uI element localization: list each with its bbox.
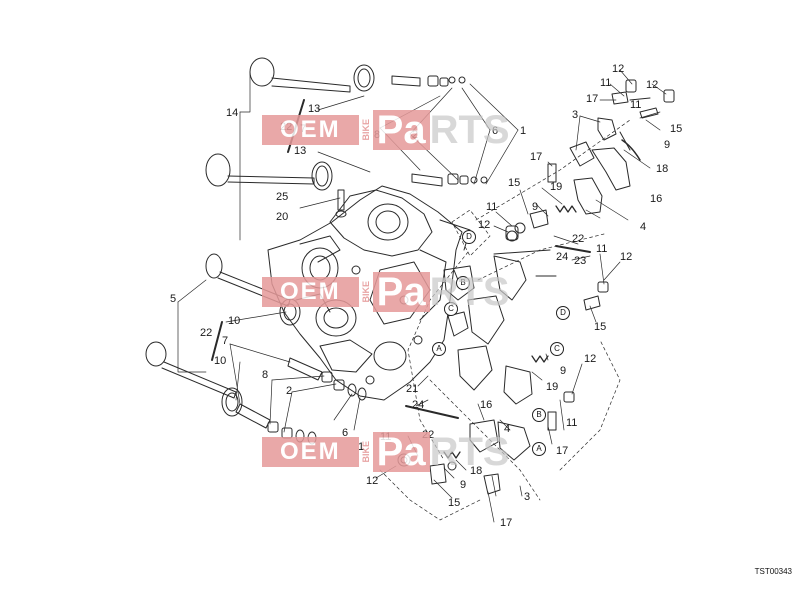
reference-marker: D xyxy=(556,306,570,320)
watermark-rts: RTS xyxy=(429,108,510,152)
callout-label: 3 xyxy=(524,491,531,503)
rocker-springs-middle xyxy=(443,205,577,459)
watermark-bike: BIKE xyxy=(360,119,371,141)
watermark-logo: OEM BIKE Pa RTS xyxy=(262,272,510,312)
callout-label: 16 xyxy=(480,399,493,411)
callout-label: 10 xyxy=(214,355,227,367)
callout-label: 10 xyxy=(228,315,241,327)
watermark-logo: OEM BIKE Pa RTS xyxy=(262,432,510,472)
callout-label: 9 xyxy=(532,201,539,213)
callout-label: 17 xyxy=(500,517,513,529)
callout-label: 7 xyxy=(222,335,229,347)
stud-bolt xyxy=(335,189,347,218)
upper-intake-valve xyxy=(205,153,315,187)
rocker-arm-middle xyxy=(443,222,527,391)
callout-label: 11 xyxy=(596,243,608,255)
reference-marker: B xyxy=(532,408,546,422)
valve-seat-rings-top xyxy=(311,64,375,191)
callout-label: 18 xyxy=(656,163,669,175)
callout-label: 15 xyxy=(448,497,461,509)
callout-label: 1 xyxy=(358,441,365,453)
watermark-pa: Pa xyxy=(372,272,430,312)
leader-lines-lower-left xyxy=(177,279,361,433)
reference-marker: C xyxy=(550,342,564,356)
callout-label: 12 xyxy=(366,475,379,487)
callout-label: 12 xyxy=(478,219,491,231)
callout-label: 15 xyxy=(670,123,683,135)
callout-label: 23 xyxy=(574,255,587,267)
callout-label: 12 xyxy=(620,251,633,263)
callout-label: 8 xyxy=(262,369,269,381)
callout-label: 1 xyxy=(520,125,527,137)
watermark-bike: BIKE xyxy=(360,281,371,303)
callout-label: 2 xyxy=(286,385,293,397)
watermark-rts: RTS xyxy=(429,270,510,314)
watermark-logo: OEM BIKE Pa RTS xyxy=(262,110,510,150)
drawing-reference-code: TST00343 xyxy=(754,567,792,576)
callout-label: 17 xyxy=(530,151,543,163)
callout-label: 11 xyxy=(630,99,642,111)
callout-label: 9 xyxy=(460,479,467,491)
callout-label: 25 xyxy=(276,191,289,203)
rocker-shaft-upper xyxy=(547,79,675,183)
valve-seat-rings-bottom xyxy=(221,298,301,417)
callout-label: 14 xyxy=(226,107,239,119)
callout-label: 24 xyxy=(412,399,425,411)
watermark-bike: BIKE xyxy=(360,441,371,463)
reference-marker: D xyxy=(462,230,476,244)
callout-label: 5 xyxy=(170,293,177,305)
watermark-oem: OEM xyxy=(262,277,359,307)
callout-label: 13 xyxy=(308,103,321,115)
callout-label: 20 xyxy=(276,211,289,223)
callout-label: 17 xyxy=(586,93,599,105)
callout-label: 9 xyxy=(560,365,567,377)
upper-exhaust-valve xyxy=(249,57,351,93)
callout-label: 19 xyxy=(546,381,559,393)
callout-label: 24 xyxy=(556,251,569,263)
callout-label: 6 xyxy=(492,125,499,137)
callout-label: 17 xyxy=(556,445,569,457)
watermark-oem: OEM xyxy=(262,437,359,467)
rocker-shaft-right xyxy=(493,209,609,431)
dashed-reference-lines xyxy=(379,119,631,521)
callout-label: 22 xyxy=(200,327,213,339)
callout-label: 6 xyxy=(342,427,349,439)
callout-label: 11 xyxy=(600,77,612,89)
callout-label: 15 xyxy=(508,177,521,189)
watermark-rts: RTS xyxy=(429,430,510,474)
valve-guides-top xyxy=(391,75,488,187)
callout-label: 16 xyxy=(650,193,663,205)
callout-label: 12 xyxy=(612,63,625,75)
watermark-pa: Pa xyxy=(372,432,430,472)
callout-label: 4 xyxy=(504,423,511,435)
callout-label: 11 xyxy=(566,417,578,429)
callout-label: 15 xyxy=(594,321,607,333)
callout-label: 3 xyxy=(572,109,579,121)
callout-label: 18 xyxy=(470,465,483,477)
reference-marker: A xyxy=(432,342,446,356)
cylinder-head xyxy=(267,185,471,401)
reference-marker: A xyxy=(532,442,546,456)
callout-label: 9 xyxy=(664,139,671,151)
callout-label: 13 xyxy=(294,145,307,157)
reference-marker: C xyxy=(444,302,458,316)
callout-label: 12 xyxy=(584,353,597,365)
rocker-arm-upper-right xyxy=(569,117,641,215)
lower-intake-valve xyxy=(145,341,237,399)
callout-label: 4 xyxy=(640,221,647,233)
callout-label: 19 xyxy=(550,181,563,193)
watermark-pa: Pa xyxy=(372,110,430,150)
callout-label: 11 xyxy=(486,201,498,213)
callout-label: 12 xyxy=(646,79,659,91)
reference-marker: B xyxy=(456,276,470,290)
callout-label: 21 xyxy=(406,383,419,395)
watermark-oem: OEM xyxy=(262,115,359,145)
callout-label: 22 xyxy=(572,233,585,245)
